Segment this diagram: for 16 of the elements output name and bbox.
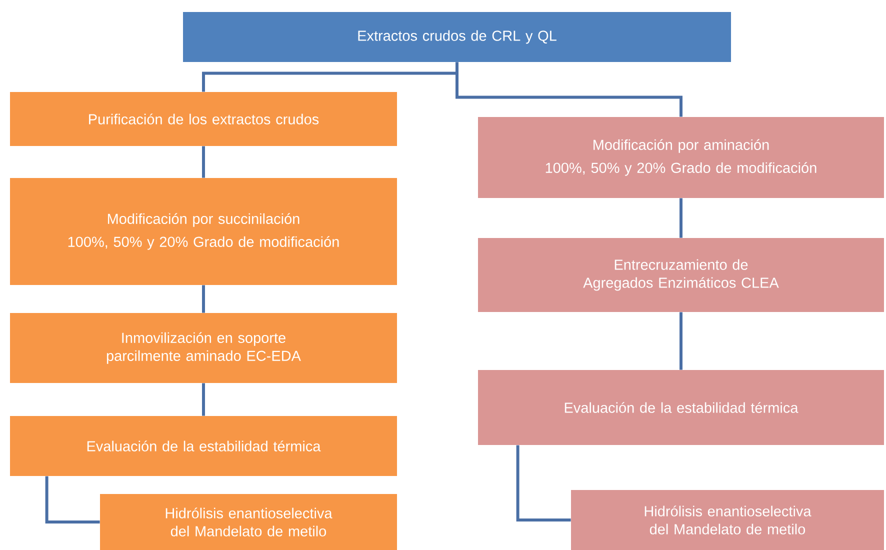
process-box: Modificación por aminación 100%, 50% y 20% Grado de modificación xyxy=(478,117,884,198)
process-box: Hidrólisis enantioselectiva del Mandelato de metilo xyxy=(571,490,884,550)
process-box: Inmovilización en soporte parcilmente aminado EC-EDA xyxy=(10,313,397,383)
process-box: Entrecruzamiento de Agregados Enzimáticos CLEA xyxy=(478,238,884,312)
process-box: Evaluación de la estabilidad térmica xyxy=(10,416,397,476)
connector-line xyxy=(202,285,205,313)
process-box: Hidrólisis enantioselectiva del Mandelato de metilo xyxy=(100,494,397,550)
connector-line xyxy=(456,62,682,117)
connector-line xyxy=(202,146,205,178)
connector-line xyxy=(680,198,682,238)
connector-line xyxy=(202,383,205,416)
process-box: Evaluación de la estabilidad térmica xyxy=(478,370,884,445)
process-box: Extractos crudos de CRL y QL xyxy=(183,12,731,62)
process-box: Purificación de los extractos crudos xyxy=(10,92,397,146)
process-box: Modificación por succinilación 100%, 50% y 20% Grado de modificación xyxy=(10,178,397,285)
connector-line xyxy=(680,312,682,370)
